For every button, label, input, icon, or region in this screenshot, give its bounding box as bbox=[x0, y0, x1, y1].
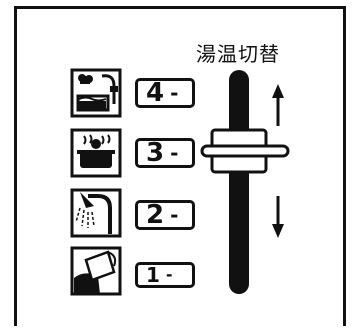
level-1-indicator: 1 - bbox=[135, 262, 195, 288]
level-dash: - bbox=[165, 265, 173, 284]
level-2-indicator: 2 - bbox=[135, 200, 195, 230]
level-number: 4 bbox=[146, 78, 165, 108]
pouring-cup-icon bbox=[70, 246, 122, 296]
shower-head-icon bbox=[70, 188, 122, 238]
level-3-indicator: 3 - bbox=[135, 138, 195, 168]
slider-knob[interactable] bbox=[200, 128, 290, 174]
level-number: 1 bbox=[146, 263, 160, 287]
slider-track bbox=[229, 70, 249, 294]
temperature-slider[interactable] bbox=[200, 60, 310, 300]
level-number: 2 bbox=[146, 200, 165, 230]
level-dash: - bbox=[170, 141, 179, 165]
bathtub-shower-icon bbox=[70, 68, 122, 118]
level-number: 3 bbox=[146, 138, 165, 168]
level-4-indicator: 4 - bbox=[135, 78, 195, 108]
panel-frame bbox=[14, 6, 346, 326]
panel-title: 湯温切替 bbox=[196, 42, 280, 66]
level-dash: - bbox=[170, 81, 179, 105]
level-dash: - bbox=[170, 203, 179, 227]
down-arrow-icon bbox=[272, 196, 284, 238]
steaming-bath-icon bbox=[70, 128, 122, 178]
up-arrow-icon bbox=[272, 84, 284, 126]
